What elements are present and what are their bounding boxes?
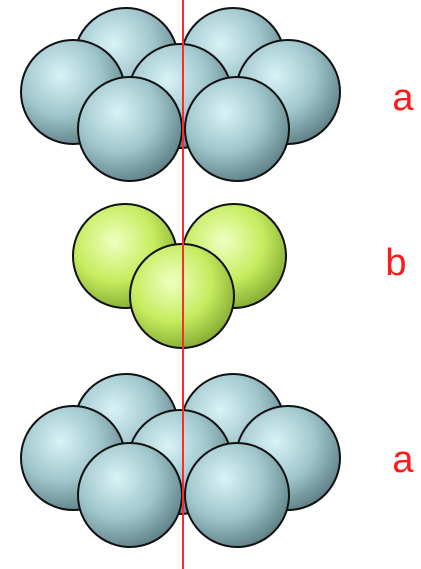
top-a-sphere-front-right xyxy=(184,76,290,182)
layer-label-middle: b xyxy=(385,242,406,284)
bottom-a-sphere-front-right xyxy=(184,442,290,548)
middle-layer-b xyxy=(72,203,287,349)
layer-label-bottom: a xyxy=(392,439,414,481)
bottom-layer-a xyxy=(20,373,341,548)
layer-label-top: a xyxy=(392,77,414,119)
bottom-a-sphere-front-left xyxy=(77,442,183,548)
top-layer-a xyxy=(20,7,341,182)
top-a-sphere-front-left xyxy=(77,76,183,182)
